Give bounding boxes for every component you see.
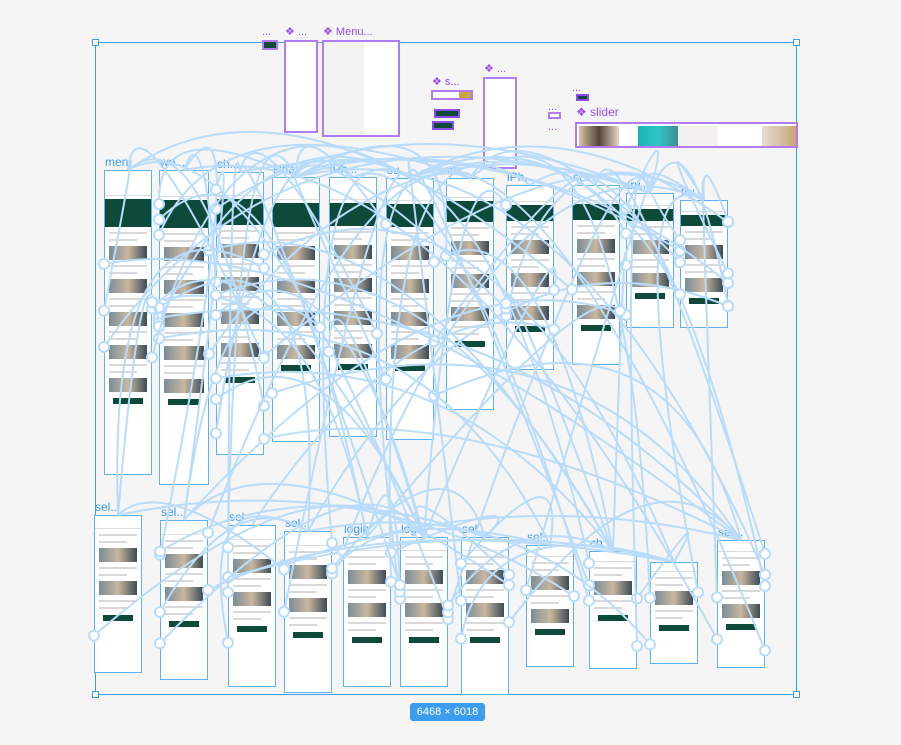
frame-label[interactable]: sel...	[285, 516, 311, 530]
component-label[interactable]: ❖ ...	[285, 26, 308, 38]
resize-handle-tr[interactable]	[793, 39, 800, 46]
frame-label[interactable]: men	[105, 155, 129, 169]
screen-frame[interactable]	[446, 178, 494, 410]
component-label[interactable]: ❖ ...	[484, 63, 507, 75]
screen-frame[interactable]	[104, 170, 152, 475]
screen-frame[interactable]	[386, 178, 434, 440]
component-chip[interactable]	[576, 94, 589, 101]
screen-frame[interactable]	[461, 537, 509, 695]
frame-label[interactable]: ch...	[447, 163, 470, 177]
component-slider[interactable]	[575, 122, 798, 148]
frame-label[interactable]: sel...	[161, 505, 187, 519]
screen-frame[interactable]	[650, 562, 698, 664]
screen-frame[interactable]	[272, 177, 320, 442]
frame-label[interactable]: sel...	[95, 500, 121, 514]
selection-size-badge: 6468 × 6018	[410, 703, 485, 721]
frame-label[interactable]: login	[401, 522, 427, 536]
screen-frame[interactable]	[626, 193, 674, 328]
frame-label[interactable]: ch...	[217, 157, 240, 171]
component-button[interactable]	[432, 121, 454, 130]
screen-frame[interactable]	[589, 551, 637, 669]
component-label[interactable]: ...	[548, 101, 558, 113]
frame-label[interactable]: try...	[627, 178, 650, 192]
component-icon-pair[interactable]	[262, 40, 278, 50]
frame-label[interactable]: sel...	[718, 525, 744, 539]
component-label[interactable]: ❖ s...	[432, 76, 460, 88]
component-search[interactable]	[431, 90, 473, 100]
component-label[interactable]: ...	[572, 82, 582, 94]
frame-label[interactable]: sel	[229, 510, 245, 524]
screen-frame[interactable]	[228, 525, 276, 687]
component-chip[interactable]	[548, 112, 561, 119]
screen-frame[interactable]	[160, 520, 208, 680]
resize-handle-bl[interactable]	[92, 691, 99, 698]
screen-frame[interactable]	[94, 515, 142, 673]
frame-label[interactable]: iPh...	[507, 170, 535, 184]
screen-frame[interactable]	[343, 537, 391, 687]
frame-label[interactable]: sel...	[527, 530, 553, 544]
screen-frame[interactable]	[216, 172, 264, 455]
component-label[interactable]: ...	[548, 121, 558, 133]
component-menu[interactable]	[322, 40, 400, 137]
component-label-slider[interactable]: ❖ slider	[576, 105, 619, 119]
frame-label[interactable]: wo...	[160, 155, 186, 169]
resize-handle-br[interactable]	[793, 691, 800, 698]
screen-frame[interactable]	[680, 200, 728, 328]
frame-label[interactable]: ch	[590, 536, 603, 550]
screen-frame[interactable]	[159, 170, 209, 485]
resize-handle-tl[interactable]	[92, 39, 99, 46]
frame-label[interactable]: su...	[387, 163, 410, 177]
frame-label[interactable]: kida	[273, 162, 296, 176]
screen-frame[interactable]	[572, 185, 620, 365]
frame-label[interactable]: iPh...	[330, 162, 358, 176]
screen-frame[interactable]	[284, 531, 332, 693]
screen-frame[interactable]	[329, 177, 377, 437]
component-label[interactable]: ❖ Menu...	[323, 26, 373, 38]
frame-label[interactable]: try...	[681, 185, 704, 199]
screen-frame[interactable]	[400, 537, 448, 687]
component-dropdown[interactable]	[483, 77, 517, 169]
screen-frame[interactable]	[717, 540, 765, 668]
frame-label[interactable]: login	[344, 522, 370, 536]
selection-box[interactable]	[95, 42, 797, 695]
component-button[interactable]	[434, 109, 460, 118]
screen-frame[interactable]	[526, 545, 574, 667]
component-side-menu[interactable]	[284, 40, 318, 133]
component-label[interactable]: ...	[262, 26, 272, 38]
frame-label[interactable]: sel...	[573, 170, 599, 184]
frame-label[interactable]: sel	[462, 522, 478, 536]
screen-frame[interactable]	[506, 185, 554, 370]
